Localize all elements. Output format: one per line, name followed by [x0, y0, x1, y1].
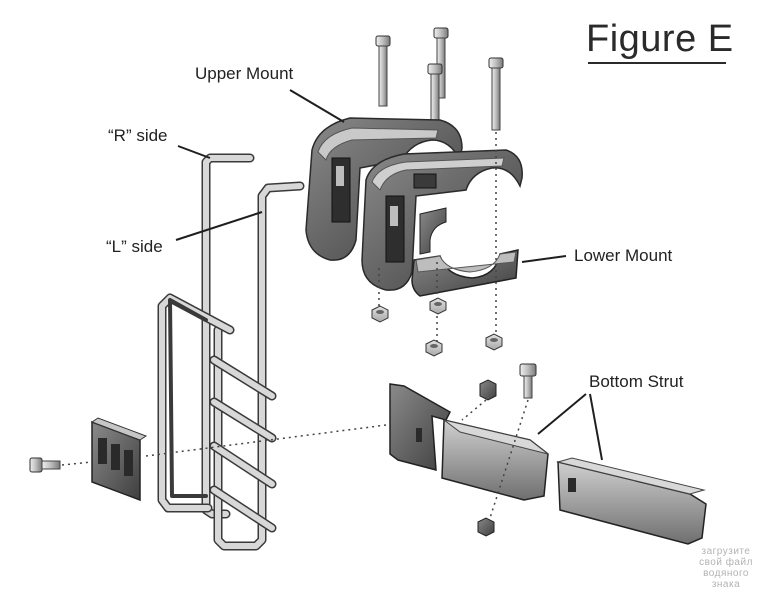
watermark: загрузите свой файл водяного знака — [686, 546, 766, 590]
nut-1 — [371, 305, 389, 323]
label-upper-mount: Upper Mount — [195, 64, 294, 83]
wire-rungs — [209, 355, 277, 533]
leader-r-side — [177, 145, 211, 159]
label-r-side: “R” side — [108, 126, 168, 145]
nut-4 — [485, 333, 503, 351]
watermark-line: загрузите — [701, 546, 751, 557]
side-clip-plate — [90, 417, 148, 502]
bottom-strut-tube — [556, 457, 707, 545]
alignment-lines-upper — [378, 132, 497, 342]
wire-frame-l-side — [213, 181, 305, 551]
leader-lines — [175, 89, 603, 461]
leader-l-side — [175, 211, 263, 241]
leader-lower-mount — [521, 255, 567, 263]
watermark-line: знака — [711, 579, 741, 590]
wire-frame-back-loop — [157, 293, 235, 513]
upper-bolt-4 — [488, 57, 504, 131]
alignment-line-horizontal — [61, 423, 395, 466]
label-lower-mount: Lower Mount — [574, 246, 673, 265]
lower-mount-upper-half — [361, 149, 523, 291]
bottom-strut-bracket — [389, 383, 549, 501]
label-bottom-strut: Bottom Strut — [589, 372, 684, 391]
upper-mount — [305, 117, 463, 261]
strut-nut-bottom — [477, 517, 495, 537]
nut-3 — [425, 339, 443, 357]
title-underline — [588, 62, 726, 64]
upper-bolt-1 — [375, 35, 391, 107]
side-screw — [29, 457, 61, 473]
label-l-side: “L” side — [106, 237, 163, 256]
lower-mount-clamp-piece-2 — [411, 249, 519, 297]
leader-bottom-strut-1 — [537, 393, 587, 435]
figure-title: Figure E — [586, 18, 734, 60]
leader-upper-mount — [289, 89, 345, 123]
watermark-line: свой файл — [699, 557, 753, 568]
nut-2 — [429, 297, 447, 315]
lower-mount-clamp-piece-1 — [419, 207, 447, 255]
leader-bottom-strut-2 — [589, 393, 603, 461]
watermark-line: водяного — [703, 568, 749, 579]
alignment-lines-strut — [461, 399, 529, 519]
strut-bolt — [519, 363, 537, 399]
strut-nut-top — [479, 379, 497, 401]
